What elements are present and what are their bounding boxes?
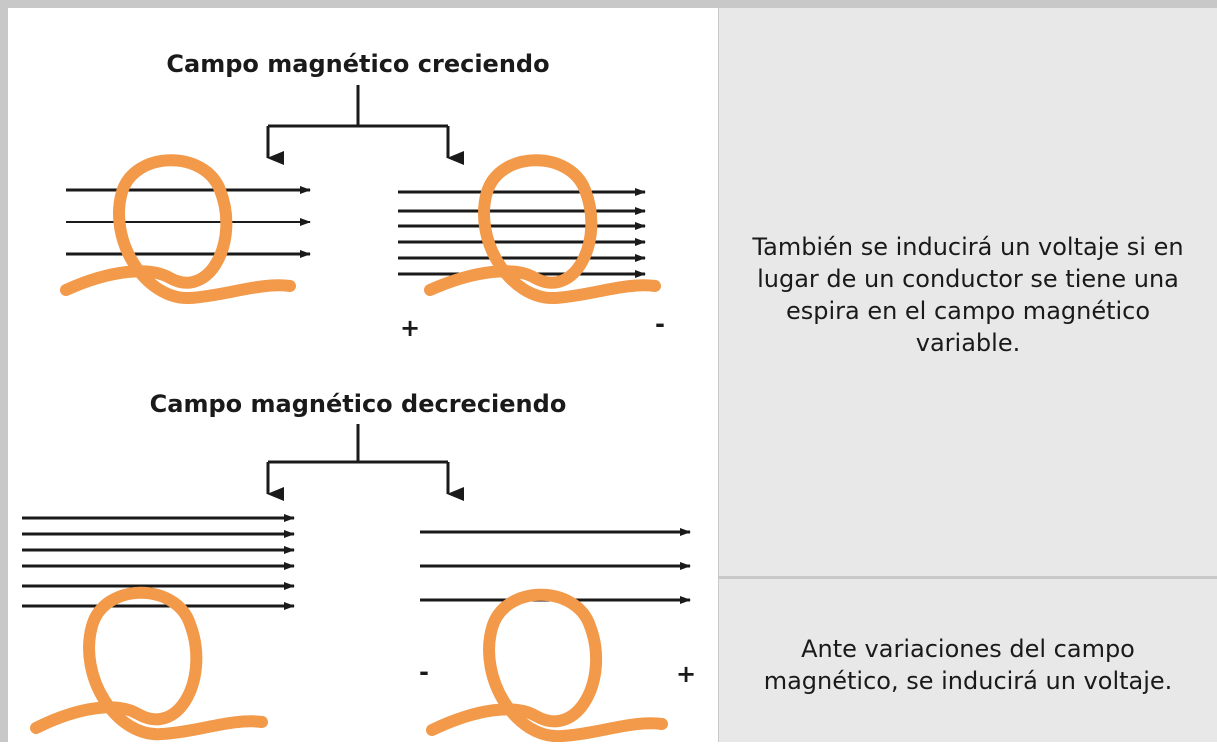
bottom-left-loop xyxy=(30,586,268,741)
bottom-right-loop xyxy=(426,588,668,743)
diagram-panel: Campo magnético creciendo xyxy=(8,8,718,743)
variation-caption: Ante variaciones del campo magnético, se… xyxy=(763,634,1173,695)
top-branch-connector xyxy=(266,85,464,165)
loop-caption-panel: También se inducirá un voltaje si en lug… xyxy=(719,8,1217,576)
top-right-minus-label: - xyxy=(655,310,665,338)
bottom-branch-connector xyxy=(266,424,464,501)
top-right-field-lines xyxy=(398,188,646,278)
bottom-left-field-lines xyxy=(22,514,295,610)
top-left-field-lines xyxy=(66,186,311,258)
bottom-right-field-lines xyxy=(420,528,691,604)
variation-caption-panel: Ante variaciones del campo magnético, se… xyxy=(719,579,1217,742)
induction-diagram: Campo magnético creciendo xyxy=(22,50,696,743)
top-right-plus-label: + xyxy=(400,314,420,342)
top-right-loop xyxy=(424,154,661,305)
bottom-right-plus-label: + xyxy=(676,660,696,688)
bottom-title: Campo magnético decreciendo xyxy=(150,390,567,418)
loop-caption: También se inducirá un voltaje si en lug… xyxy=(752,233,1184,357)
top-left-loop xyxy=(60,154,296,305)
bottom-right-minus-label: - xyxy=(419,658,429,686)
top-title: Campo magnético creciendo xyxy=(166,50,549,78)
